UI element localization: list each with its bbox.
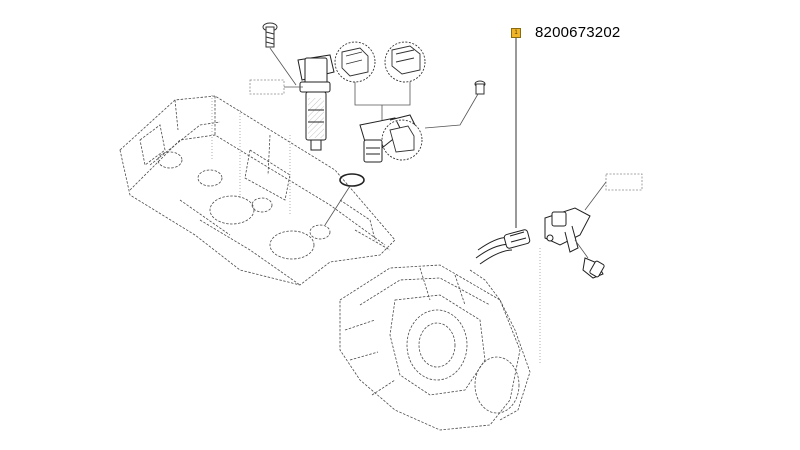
part-number-label[interactable]: 8200673202	[535, 24, 621, 41]
head-guide-lines	[211, 95, 291, 215]
camshaft-sensor	[359, 114, 416, 163]
leader-bolt	[269, 47, 297, 86]
bolt-sensor	[582, 257, 605, 279]
gearbox	[339, 264, 531, 431]
leader-sensor	[584, 181, 607, 211]
leader-o-ring	[324, 185, 351, 226]
leader-bolt-sensor	[574, 239, 589, 259]
o-ring	[339, 173, 365, 187]
bolt-top	[262, 22, 278, 48]
callout-marker-label: 1	[514, 30, 518, 36]
cylinder-head	[119, 95, 396, 286]
sensor-detail-circle	[381, 119, 423, 161]
connector-detail-right	[384, 41, 426, 83]
ignition-coil	[297, 54, 335, 151]
bolt-small	[474, 80, 486, 95]
leader-bolt-small	[424, 93, 479, 129]
ref-box-sensor	[605, 173, 643, 191]
callout-marker[interactable]: 1	[511, 28, 521, 38]
crankshaft-sensor	[475, 207, 591, 265]
connector-detail-left	[334, 41, 376, 83]
ref-box-coil	[249, 79, 285, 95]
